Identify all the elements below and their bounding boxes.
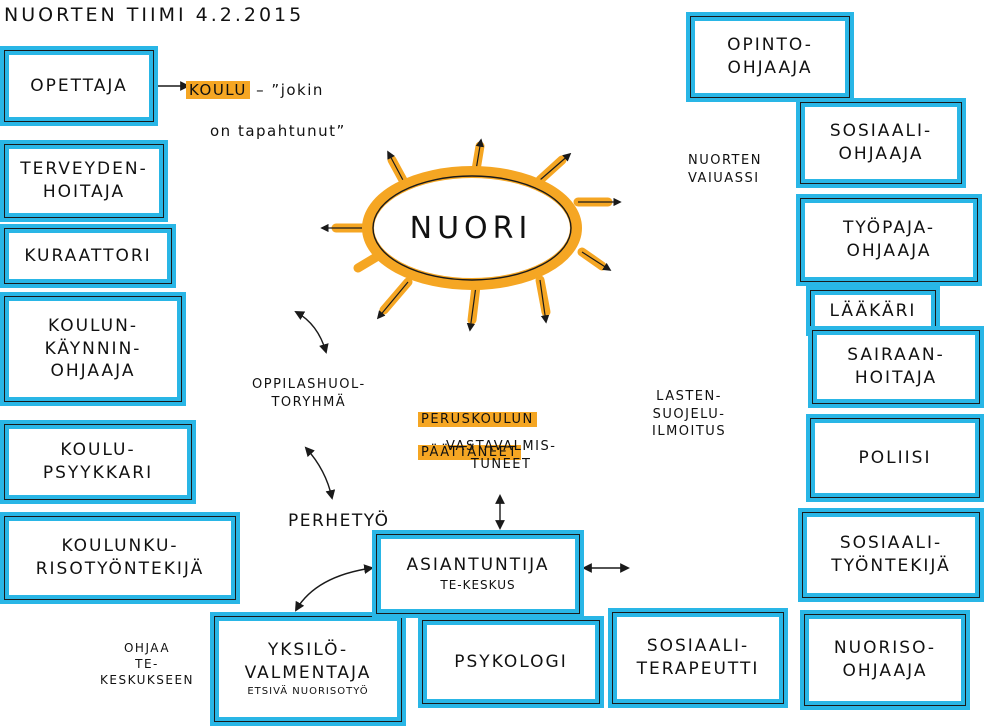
peruskoulun-note: PERUSKOULUN PÄÄTTÄNEET — [418, 396, 537, 461]
peruskoulun-line1: PERUSKOULUN — [418, 412, 537, 428]
box-koulunkuraattori: KOULUNKU- RISOTYÖNTEKIJÄ — [0, 512, 240, 604]
box-sosiaaliohjaaja: SOSIAALI- OHJAAJA — [796, 98, 966, 188]
box-opinto-ohjaaja: OPINTO- OHJAAJA — [686, 12, 854, 102]
koulu-note-line2: on tapahtunut” — [210, 121, 346, 140]
yksilovalmentaja-label: YKSILÖ- VALMENTAJA — [244, 640, 372, 684]
asiantuntija-label: ASIANTUNTIJA — [406, 555, 550, 576]
koulu-note: KOULU – ”jokin on tapahtunut” — [186, 60, 346, 141]
box-terveydenhoitaja: TERVEYDEN- HOITAJA — [0, 140, 168, 222]
box-koulunkaynninohjaaja: KOULUN- KÄYNNIN- OHJAAJA — [0, 292, 186, 406]
lastensuojelu-note: LASTEN- SUOJELU- ILMOITUS — [652, 389, 727, 440]
diagram-title: NUORTEN TIIMI 4.2.2015 — [4, 4, 305, 26]
yksilovalmentaja-sublabel: ETSIVÄ NUORISOTYÖ — [247, 686, 369, 698]
nuori-sun — [362, 166, 582, 290]
peruskoulun-line2: PÄÄTTÄNEET — [418, 444, 521, 460]
box-koulupsykiatri: KOULU- PSYYKKARI — [0, 420, 196, 504]
box-sosiaaliterapeutti: SOSIAALI- TERAPEUTTI — [608, 608, 788, 708]
center-label: NUORI — [409, 210, 533, 246]
box-sairaanhoitaja: SAIRAAN- HOITAJA — [808, 326, 984, 408]
box-kuraattori: KURAATTORI — [0, 224, 176, 288]
arrow-perhetyo — [304, 446, 336, 500]
asiantuntija-sublabel: TE-KESKUS — [440, 578, 516, 593]
box-psykologi: PSYKOLOGI — [418, 616, 604, 708]
box-opettaja: OPETTAJA — [0, 46, 158, 126]
koulu-highlight: KOULU — [186, 81, 250, 100]
ohjaa-note: OHJAA TE- KESKUKSEEN — [100, 641, 195, 688]
box-poliisi: POLIISI — [806, 414, 984, 502]
box-sosiaalityontekija: SOSIAALI- TYÖNTEKIJÄ — [798, 508, 984, 602]
nuorten-vaiuassi-note: NUORTEN VAIUASSI — [688, 153, 762, 186]
box-tyopajaohjaaja: TYÖPAJA- OHJAAJA — [796, 194, 982, 286]
vastavalmistuneet-note: VASTAVALMIS- TUNEET — [446, 439, 557, 472]
oppilashuolto-note: OPPILASHUOL- TORYHMÄ — [252, 377, 366, 410]
arrow-oppilashuolto-up — [294, 311, 329, 354]
box-nuorisoohjaaja: NUORISO- OHJAAJA — [800, 610, 970, 710]
box-asiantuntija: ASIANTUNTIJA TE-KESKUS — [372, 530, 584, 618]
koulu-note-rest: – ”jokin — [249, 81, 324, 100]
arrow-asiantuntija-yksilo — [295, 564, 374, 612]
box-yksilovalmentaja: YKSILÖ- VALMENTAJA ETSIVÄ NUORISOTYÖ — [210, 612, 406, 726]
perhetyo-note: PERHETYÖ — [288, 511, 390, 531]
